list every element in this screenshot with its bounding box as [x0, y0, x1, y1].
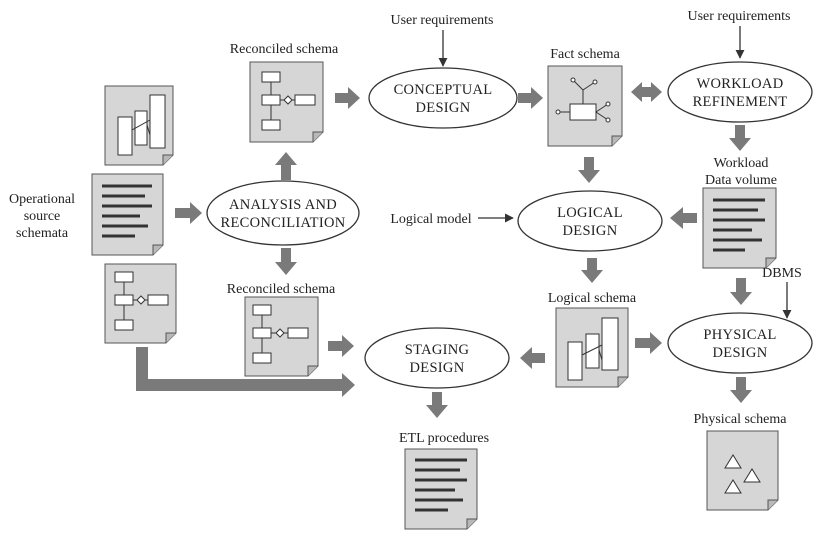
analysis-line1: ANALYSIS AND [229, 197, 337, 213]
physical-line1: PHYSICAL [703, 327, 776, 343]
arrow-analysis-to-reconciled-bottom [275, 248, 297, 275]
arrow-operational-to-staging [136, 347, 355, 397]
label-data-volume: Data volume [705, 173, 777, 188]
staging-line1: STAGING [405, 342, 470, 358]
process-staging-design: STAGING DESIGN [364, 327, 510, 389]
reconciled-schema-doc-top [249, 61, 324, 143]
operational-schema-doc-tables [104, 85, 174, 166]
operational-schema-doc-flow [104, 263, 177, 344]
label-operational-3: schemata [16, 226, 69, 241]
workload-line2: REFINEMENT [693, 94, 788, 110]
arrow-reconciled-to-conceptual [335, 87, 360, 109]
staging-line2: DESIGN [410, 360, 465, 376]
arrow-logical-to-schema [581, 258, 603, 283]
physical-schema-doc [706, 430, 779, 511]
logical-line2: DESIGN [563, 223, 618, 239]
process-physical-design: PHYSICAL DESIGN [667, 312, 813, 374]
fact-schema-doc [547, 65, 623, 147]
arrow-workload-to-doc [729, 125, 751, 151]
label-operational-1: Operational [9, 192, 75, 207]
workload-line1: WORKLOAD [697, 76, 784, 92]
label-logical-schema: Logical schema [548, 291, 637, 306]
logical-schema-doc [555, 307, 629, 388]
label-user-requirements-2: User requirements [687, 9, 790, 24]
arrow-workload-to-physical [730, 278, 752, 305]
arrow-schema-to-staging [520, 347, 545, 369]
label-operational-2: source [24, 209, 61, 224]
label-workload: Workload [714, 156, 769, 171]
label-fact-schema: Fact schema [550, 47, 620, 62]
process-workload-refinement: WORKLOAD REFINEMENT [667, 61, 813, 123]
label-dbms: DBMS [762, 266, 802, 281]
operational-schema-doc-text [91, 173, 164, 256]
label-user-requirements-1: User requirements [390, 13, 493, 28]
input-arrows [438, 26, 792, 319]
logical-line1: LOGICAL [557, 205, 623, 221]
label-etl-procedures: ETL procedures [399, 431, 489, 446]
label-logical-model: Logical model [390, 212, 471, 227]
process-analysis-reconciliation: ANALYSIS AND RECONCILIATION [206, 180, 360, 246]
physical-line2: DESIGN [713, 345, 768, 361]
reconciled-schema-doc-bottom [244, 296, 319, 377]
arrow-fact-to-logical [578, 157, 600, 183]
arrow-workload-to-logical [670, 207, 697, 229]
arrow-staging-to-etl [426, 392, 448, 418]
arrow-conceptual-to-fact [518, 87, 543, 109]
arrow-physical-to-schema [730, 377, 752, 403]
process-conceptual-design: CONCEPTUAL DESIGN [368, 67, 518, 129]
etl-procedures-doc [404, 448, 478, 530]
flow-arrows [136, 82, 752, 418]
workload-doc [702, 187, 777, 269]
arrow-reconciled-to-staging [328, 335, 354, 357]
process-logical-design: LOGICAL DESIGN [517, 190, 663, 252]
conceptual-line1: CONCEPTUAL [394, 82, 493, 98]
arrow-operational-to-analysis [175, 202, 202, 224]
label-reconciled-schema-top: Reconciled schema [230, 42, 339, 57]
label-physical-schema: Physical schema [694, 412, 788, 427]
arrow-analysis-to-reconciled-top [275, 152, 297, 180]
conceptual-line2: DESIGN [416, 100, 471, 116]
arrow-fact-workload-double [631, 82, 662, 102]
arrow-schema-to-physical [635, 332, 662, 354]
analysis-line2: RECONCILIATION [220, 215, 345, 231]
label-reconciled-schema-bottom: Reconciled schema [227, 282, 336, 297]
